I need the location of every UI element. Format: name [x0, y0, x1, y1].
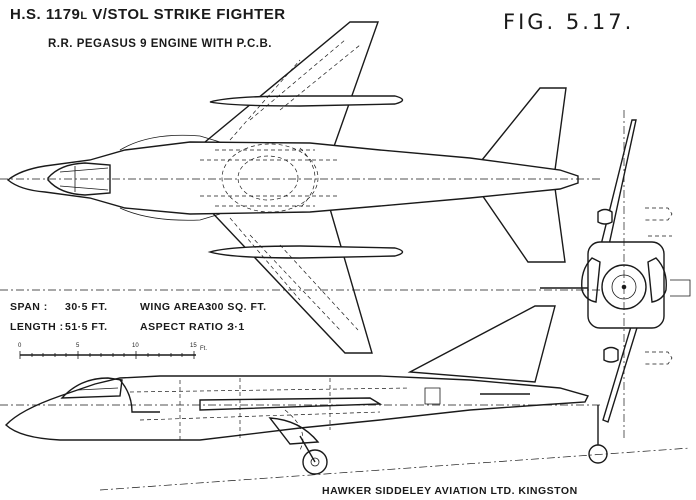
- ground-line: [99, 447, 691, 491]
- plan-lower-drop-tank: [207, 245, 404, 259]
- plan-upper-drop-tank: [209, 95, 404, 107]
- title-suffix: L: [80, 10, 88, 22]
- scale-bar: [19, 351, 196, 359]
- plan-view: [0, 21, 600, 354]
- span-value: 30·5 FT.: [65, 301, 108, 313]
- plan-upper-tailplane: [480, 87, 567, 171]
- length-value: 51·5 FT.: [65, 321, 108, 333]
- aspect-ratio-value: 3·1: [228, 321, 245, 333]
- length-label: LENGTH :: [10, 321, 64, 333]
- plan-intake-lower: [119, 207, 221, 221]
- plan-lower-tailplane: [480, 187, 566, 263]
- scale-tick-0: 0: [18, 343, 22, 349]
- engine-subtitle: R.R. PEGASUS 9 ENGINE WITH P.C.B.: [48, 38, 272, 50]
- aspect-ratio-label: ASPECT RATIO :: [140, 321, 231, 333]
- span-label: SPAN :: [10, 301, 48, 313]
- side-nose-wheel: [302, 449, 328, 475]
- plan-fuselage: [6, 141, 579, 215]
- title-rest: V/STOL STRIKE FIGHTER: [92, 6, 286, 23]
- side-outrigger-wheel: [588, 444, 608, 464]
- scale-tick-5: 5: [76, 343, 80, 349]
- side-canopy: [60, 377, 123, 399]
- plan-canopy: [47, 162, 111, 196]
- plan-intake-upper: [119, 134, 221, 151]
- wing-area-value: 300 SQ. FT.: [205, 301, 267, 313]
- figure-reference: FIG. 5.17.: [503, 10, 635, 34]
- front-view: [540, 110, 691, 440]
- wing-area-label: WING AREA :: [140, 301, 213, 313]
- title-main: H.S. 1179: [10, 6, 81, 23]
- side-view: [0, 305, 691, 491]
- scale-unit: Ft.: [200, 346, 207, 352]
- drawing-title: H.S. 1179L V/STOL STRIKE FIGHTER: [10, 6, 286, 23]
- manufacturer-credit: HAWKER SIDDELEY AVIATION LTD. KINGSTON: [322, 485, 578, 497]
- side-fin: [407, 305, 556, 383]
- scale-tick-10: 10: [132, 343, 139, 349]
- scale-tick-15: 15: [190, 343, 197, 349]
- front-fuselage: [587, 241, 665, 329]
- side-fuselage: [5, 375, 590, 441]
